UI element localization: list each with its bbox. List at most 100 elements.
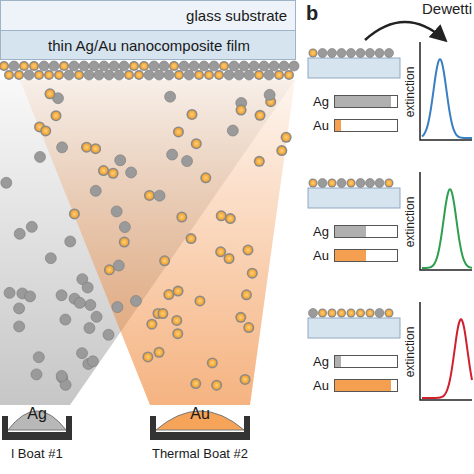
au-core (161, 257, 169, 265)
au-particle (247, 268, 258, 279)
au-core (225, 255, 233, 263)
au-core (275, 71, 282, 78)
ag-particle (167, 149, 178, 160)
ag-particle (130, 295, 141, 306)
ag-particle (115, 155, 126, 166)
au-particle (194, 295, 205, 306)
au-core (140, 62, 147, 69)
au-particle (219, 61, 229, 71)
au-particle (108, 168, 119, 179)
au-core (248, 269, 256, 277)
vapour-cone (0, 80, 295, 405)
composition-bar: Au (334, 119, 398, 132)
ag-particle (356, 49, 365, 58)
ag-particle (227, 125, 238, 136)
ag-particle (182, 156, 193, 167)
au-particle (54, 70, 64, 80)
au-core (278, 147, 286, 155)
au-particle (44, 88, 55, 99)
au-core (174, 330, 182, 338)
ag-particle (24, 70, 34, 80)
ag-particle (239, 61, 249, 71)
au-particle (134, 70, 144, 80)
ag-particle (375, 179, 384, 188)
ag-particle (79, 61, 89, 71)
bar-fill (335, 380, 391, 391)
thermal-boat: Agl Boat #1 (2, 398, 72, 440)
ag-particle (149, 61, 159, 71)
ag-particle (154, 70, 164, 80)
composition-bar: Au (334, 249, 398, 262)
au-core (45, 71, 52, 78)
au-particle (190, 378, 201, 389)
ag-particle (328, 49, 337, 58)
au-core (75, 71, 82, 78)
au-particle (173, 126, 184, 137)
bar-fill (335, 96, 391, 107)
au-core (310, 180, 316, 186)
bar-fill (335, 356, 341, 367)
au-particle (274, 70, 284, 80)
au-core (120, 238, 128, 246)
au-core (357, 310, 363, 316)
ag-particle (14, 303, 25, 314)
ag-particle (199, 61, 209, 71)
au-particle (347, 179, 356, 188)
au-core (188, 110, 196, 118)
ag-particle (99, 61, 109, 71)
bar-fill (335, 120, 341, 131)
au-core (329, 310, 335, 316)
au-core (244, 246, 252, 254)
ag-particle (85, 299, 96, 310)
au-core (130, 62, 137, 69)
ag-particle (244, 70, 254, 80)
au-particle (34, 70, 44, 80)
node-label: Ag (313, 94, 329, 109)
layer-band: thin Ag/Au nanocomposite film (0, 30, 296, 60)
node-label: Ag (313, 354, 329, 369)
au-particle (19, 61, 29, 71)
au-particle (240, 374, 251, 385)
ag-particle (366, 49, 375, 58)
au-core (208, 359, 216, 367)
ag-particle (189, 61, 199, 71)
au-particle (172, 328, 183, 339)
boat-caption: Thermal Boat #2 (152, 446, 248, 461)
au-core (329, 180, 335, 186)
au-particle (74, 70, 84, 80)
au-core (255, 71, 262, 78)
au-particle (90, 143, 101, 154)
au-core (155, 348, 163, 356)
substrate (308, 58, 400, 78)
au-particle (142, 351, 153, 362)
au-particle (385, 309, 394, 318)
au-core (60, 62, 67, 69)
dewetted-sample (308, 42, 472, 140)
ag-particle (184, 70, 194, 80)
au-particle (176, 212, 187, 223)
au-particle (186, 109, 197, 120)
ag-particle (14, 321, 25, 332)
au-particle (44, 70, 54, 80)
au-particle (194, 70, 204, 80)
au-particle (242, 245, 253, 256)
au-particle (144, 190, 155, 201)
au-core (170, 62, 177, 69)
ag-particle (259, 61, 269, 71)
au-particle (318, 309, 327, 318)
ag-particle (375, 49, 384, 58)
au-core (243, 291, 251, 299)
composition-bar: Ag (334, 355, 398, 368)
ag-particle (84, 70, 94, 80)
ag-particle (113, 260, 124, 271)
ag-particle (165, 91, 176, 102)
au-core (105, 266, 113, 274)
ag-particle (94, 70, 104, 80)
au-core (159, 310, 167, 318)
au-particle (328, 179, 337, 188)
au-core (245, 324, 253, 332)
au-particle (169, 61, 179, 71)
au-core (165, 291, 173, 299)
ag-particle (209, 61, 219, 71)
